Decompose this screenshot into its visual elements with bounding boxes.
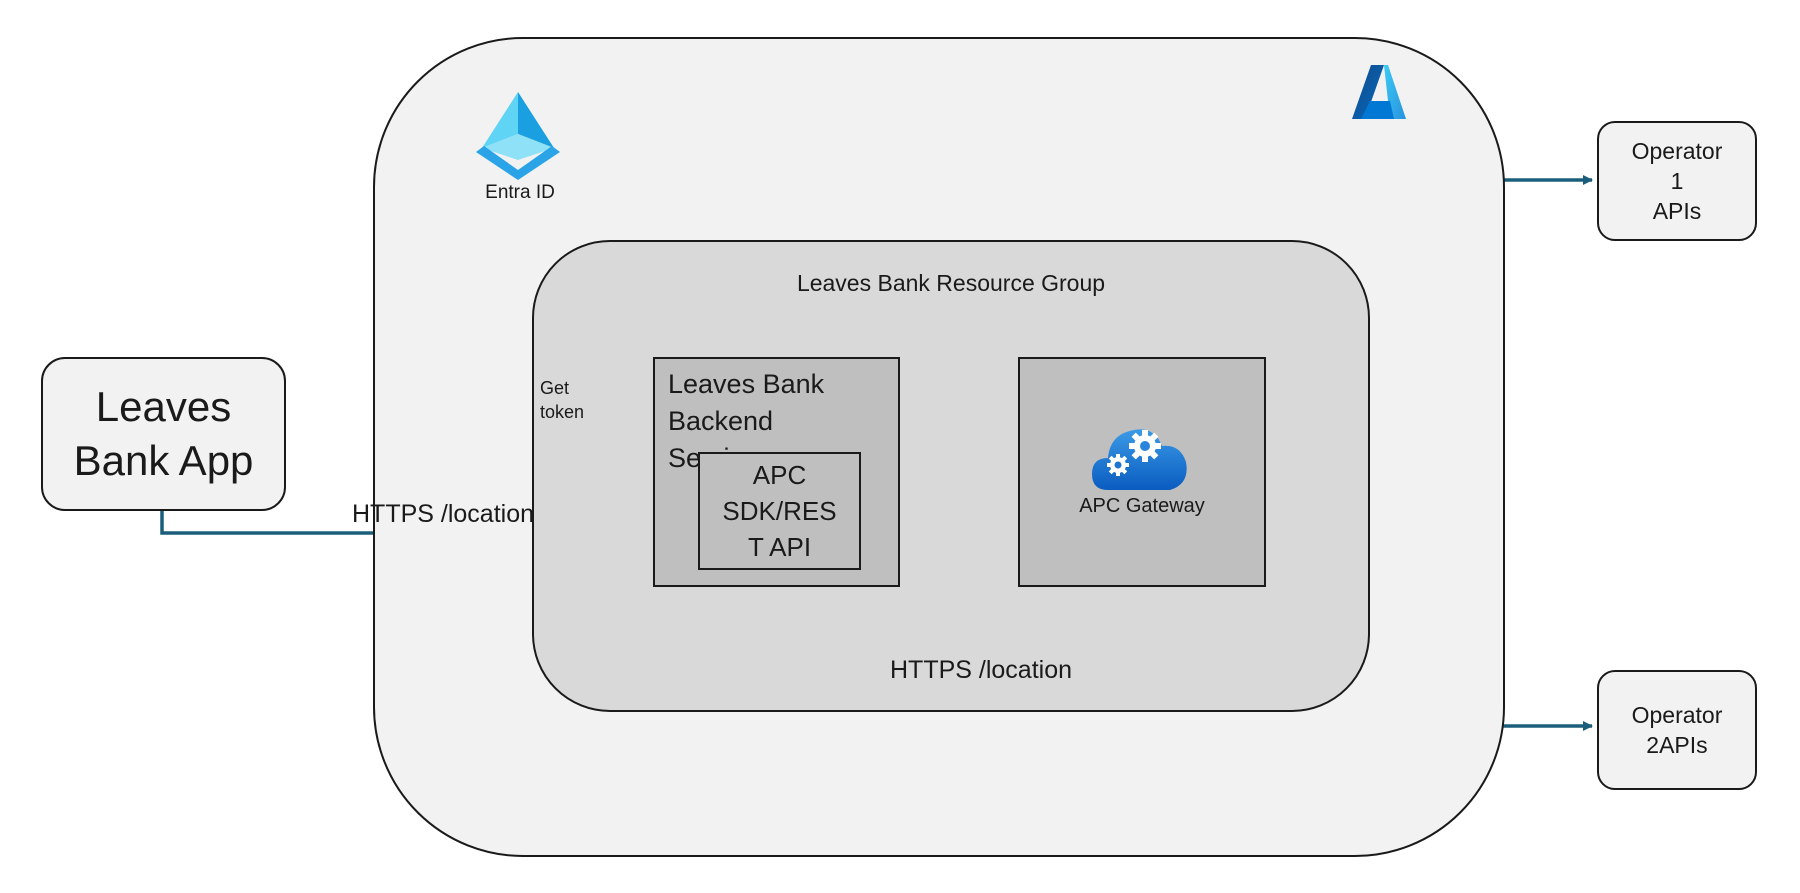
get-token-label: Get token	[540, 378, 585, 422]
app-to-backend-label: HTTPS /location	[352, 500, 535, 528]
operator-2-apis-label: Operator 2APIs	[1631, 702, 1723, 758]
operator-1-apis-label: Operator 1 APIs	[1631, 138, 1723, 224]
leaves-bank-app-label: Leaves Bank App	[73, 383, 254, 484]
operator-2-apis-box: Operator 2APIs	[1597, 670, 1757, 790]
entra-id-icon	[476, 92, 560, 180]
entra-id-label: Entra ID	[485, 182, 555, 203]
sdk-to-gateway-label: HTTPS /location	[890, 656, 1073, 684]
apc-sdk-box: APC SDK/RES T API	[698, 452, 861, 570]
azure-logo-icon	[1352, 65, 1406, 119]
apc-sdk-label: APC SDK/RES T API	[722, 460, 837, 562]
operator-1-apis-box: Operator 1 APIs	[1597, 121, 1757, 241]
cloud-gears-icon	[1092, 429, 1187, 490]
resource-group-label: Leaves Bank Resource Group	[796, 270, 1106, 296]
leaves-bank-app-box: Leaves Bank App	[41, 357, 286, 511]
apc-gateway-label: APC Gateway	[1079, 495, 1205, 517]
